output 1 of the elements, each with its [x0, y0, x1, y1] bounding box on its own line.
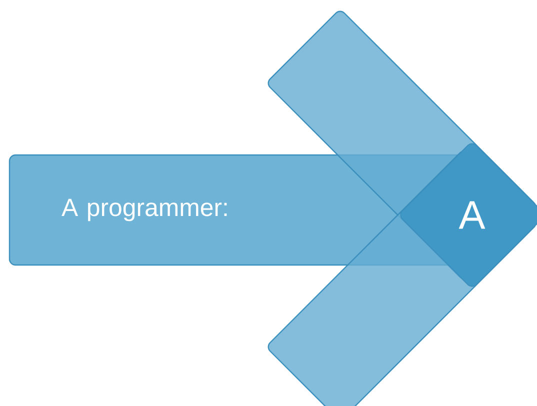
diamond-box: A [400, 143, 537, 287]
